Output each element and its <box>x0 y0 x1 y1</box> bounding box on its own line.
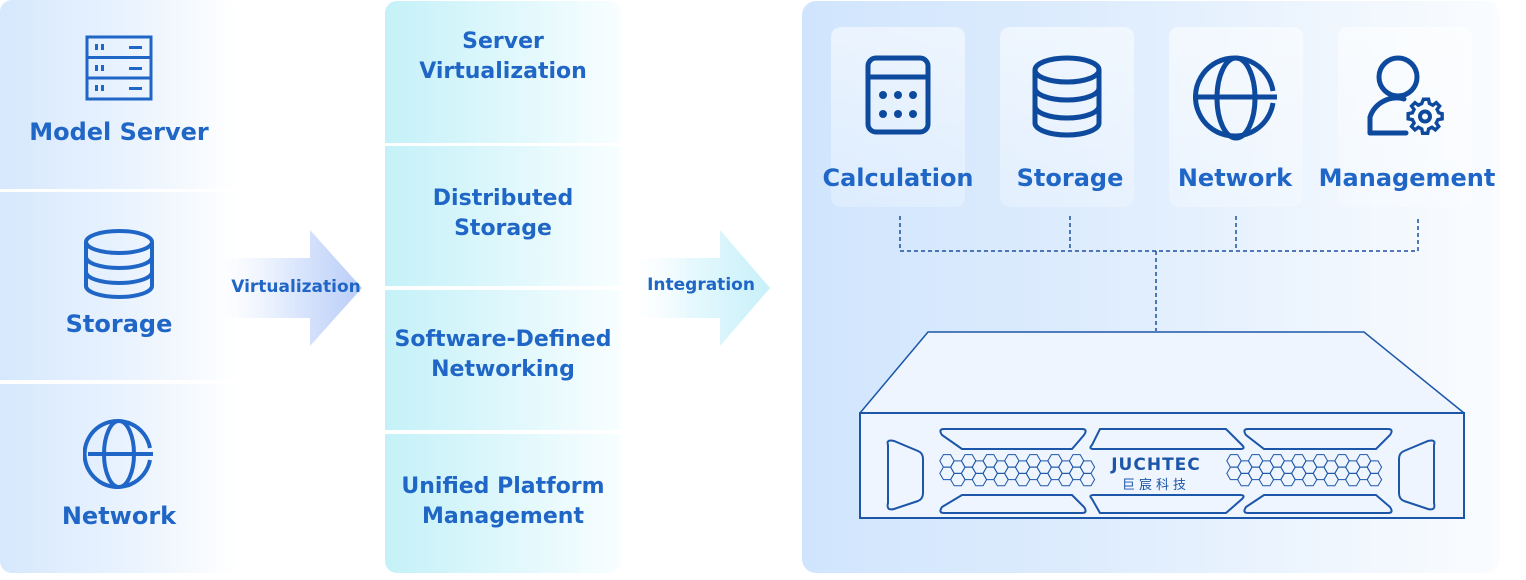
capability-card-storage <box>1000 27 1134 207</box>
layer-label: Server Virtualization <box>419 29 587 84</box>
resource-tile-storage: Storage <box>0 192 238 380</box>
resource-tile-network: Network <box>0 384 238 573</box>
vent-cell <box>1366 472 1383 487</box>
database-icon <box>1031 55 1103 143</box>
resource-label: Storage <box>65 310 173 338</box>
integrated-platform-panel: Calculation Storage Network Management <box>802 1 1500 573</box>
connector-and-appliance: JUCHTEC 巨宸科技 <box>859 216 1465 519</box>
resource-label: Network <box>61 502 177 530</box>
capability-label-network: Network <box>1177 164 1293 192</box>
layer-label: Unified Platform Management <box>401 474 605 529</box>
capability-label-management: Management <box>1318 164 1496 192</box>
vent-cell <box>1079 472 1096 487</box>
capability-card-network <box>1169 27 1303 207</box>
integration-label: Integration <box>647 275 755 295</box>
honeycomb-vent-right <box>1226 454 1383 487</box>
user-gear-icon <box>1362 55 1448 143</box>
capability-card-calculation <box>831 27 965 207</box>
globe-icon <box>1193 55 1279 145</box>
arrow-right-icon <box>632 230 770 346</box>
virtualization-arrow: Virtualization <box>222 230 374 346</box>
arrow-right-icon <box>222 230 362 346</box>
server-rack-icon <box>85 35 153 105</box>
brand-logo-chinese: 巨宸科技 <box>1122 477 1190 493</box>
calculator-icon <box>865 55 931 139</box>
capability-label-storage: Storage <box>1016 164 1124 192</box>
layer-server-virtualization: Server Virtualization <box>385 1 621 143</box>
dashed-connectors <box>899 216 1419 331</box>
capability-card-management <box>1338 27 1472 207</box>
honeycomb-vent-left <box>939 454 1096 487</box>
capability-label-calculation: Calculation <box>822 164 974 192</box>
brand-logo: JUCHTEC <box>1110 455 1201 475</box>
database-icon <box>82 228 156 304</box>
layer-software-defined-networking: Software-Defined Networking <box>385 290 621 430</box>
layer-label: Distributed Storage <box>432 185 574 241</box>
globe-icon <box>82 418 155 494</box>
layer-label: Software-Defined Networking <box>394 327 612 382</box>
resource-tile-model-server: Model Server <box>0 0 238 189</box>
layer-distributed-storage: Distributed Storage <box>385 146 621 286</box>
virtualization-label: Virtualization <box>231 277 361 297</box>
server-appliance-icon <box>859 331 1465 519</box>
integration-arrow: Integration <box>632 230 782 346</box>
layer-unified-platform-management: Unified Platform Management <box>385 434 621 573</box>
resource-label: Model Server <box>29 118 209 146</box>
